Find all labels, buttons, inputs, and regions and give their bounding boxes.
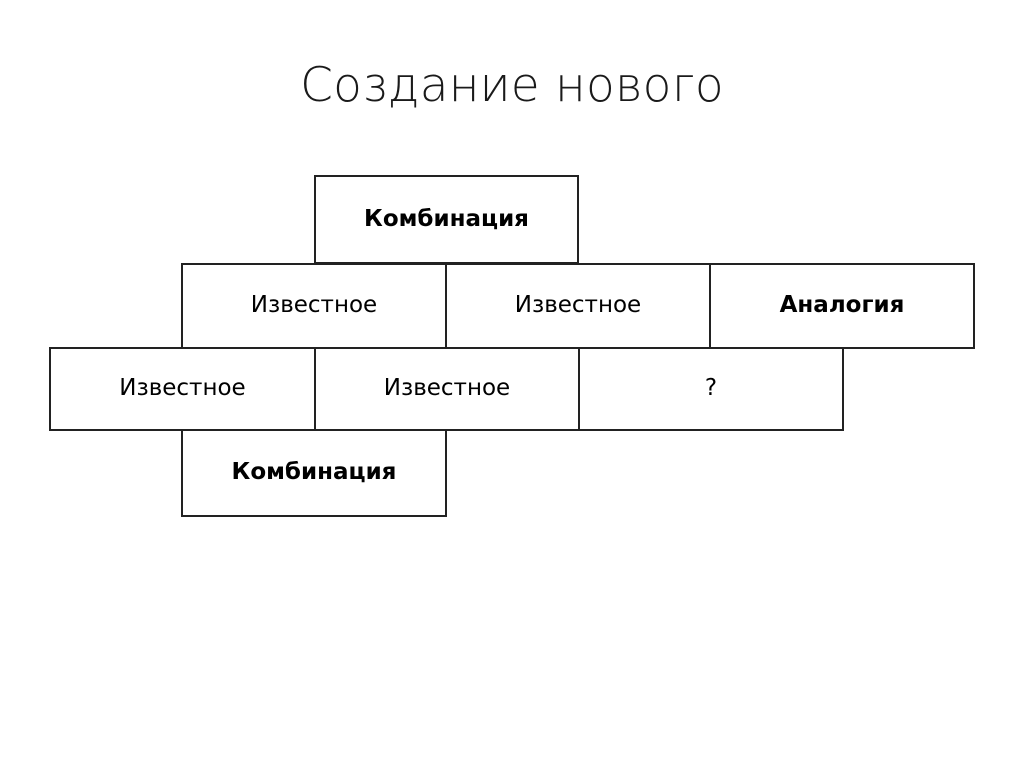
page-title: Создание нового [300, 58, 724, 113]
diagram-cell-lower-1[interactable]: Известное [49, 347, 316, 431]
diagram-cell-upper-1[interactable]: Известное [181, 263, 447, 349]
diagram-cell-upper-2[interactable]: Известное [445, 263, 711, 349]
box-label: Известное [383, 375, 511, 402]
diagram-cell-lower-3-unknown[interactable]: ? [578, 347, 844, 431]
diagram-box-top-combination[interactable]: Комбинация [314, 175, 579, 264]
diagram-row-upper: Известное Известное Аналогия [181, 263, 975, 349]
box-label: Известное [250, 292, 378, 319]
box-label: Известное [119, 375, 246, 402]
box-label: Комбинация [364, 205, 529, 232]
box-label: ? [704, 375, 718, 402]
diagram-box-bottom-combination[interactable]: Комбинация [181, 429, 447, 517]
box-label: Известное [514, 292, 642, 319]
diagram-cell-lower-2[interactable]: Известное [314, 347, 580, 431]
diagram-cell-upper-3-analogy[interactable]: Аналогия [709, 263, 975, 349]
box-label: Аналогия [779, 292, 905, 319]
box-label: Комбинация [231, 459, 397, 486]
diagram-row-lower: Известное Известное ? [49, 347, 844, 431]
